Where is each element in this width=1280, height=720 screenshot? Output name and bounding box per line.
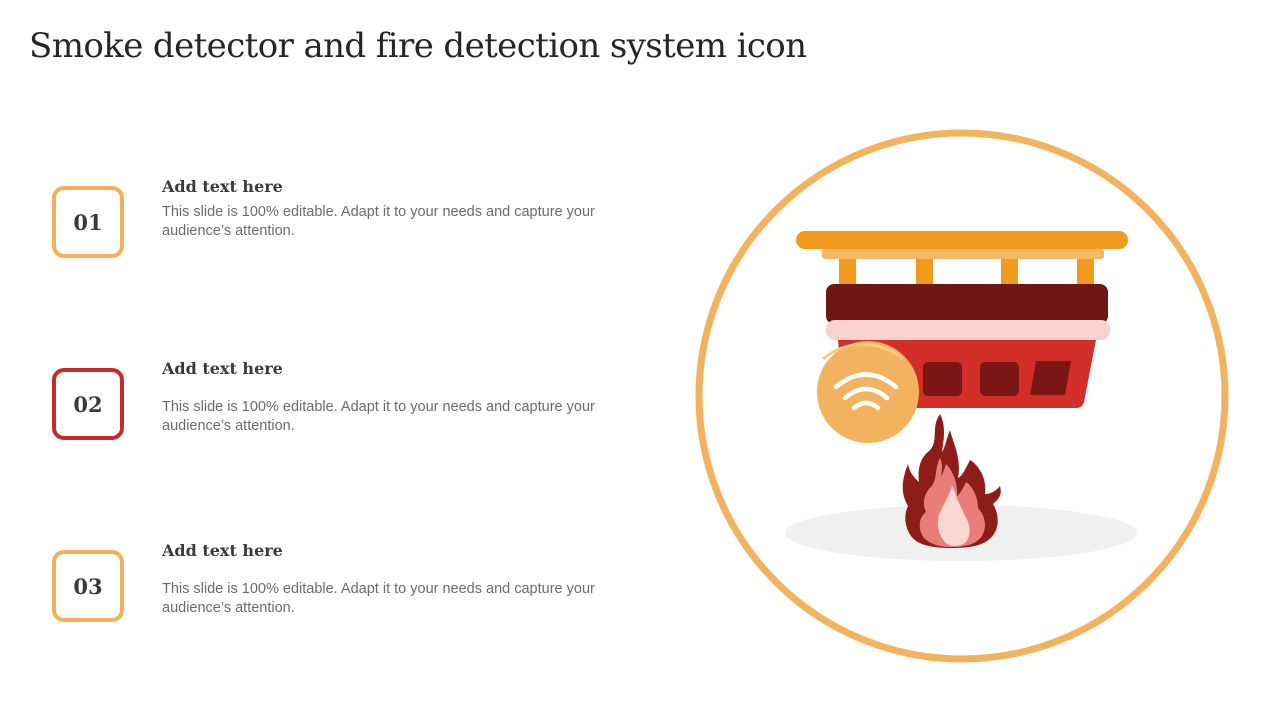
smoke-detector-fire-icon <box>695 129 1229 663</box>
number-badge-02: 02 <box>52 368 124 440</box>
item-body-text: This slide is 100% editable. Adapt it to… <box>162 581 595 616</box>
mount-bar <box>796 231 1128 249</box>
item-body-text: This slide is 100% editable. Adapt it to… <box>162 204 595 239</box>
list-item: 01 Add text here This slide is 100% edit… <box>52 177 652 276</box>
item-heading: Add text here <box>162 177 283 196</box>
item-heading: Add text here <box>162 359 283 378</box>
detector-band <box>826 320 1110 340</box>
mount-leg <box>839 259 856 289</box>
flame-inner <box>937 486 970 546</box>
list-item: 02 Add text here This slide is 100% edit… <box>52 359 652 458</box>
wifi-badge <box>817 341 919 443</box>
wifi-icon <box>833 372 899 411</box>
item-heading: Add text here <box>162 541 283 560</box>
slide-title: Smoke detector and fire detection system… <box>29 26 807 66</box>
list-item: 03 Add text here This slide is 100% edit… <box>52 541 652 640</box>
mount-leg <box>1077 259 1094 289</box>
detector-top <box>826 284 1108 324</box>
mount-leg <box>1001 259 1018 289</box>
item-body-text: This slide is 100% editable. Adapt it to… <box>162 399 595 434</box>
badge-highlight <box>822 342 904 361</box>
detector-vent <box>980 362 1019 396</box>
number-badge-03: 03 <box>52 550 124 622</box>
mount-leg <box>916 259 933 289</box>
number-badge-01: 01 <box>52 186 124 258</box>
detector-vent <box>1030 361 1071 395</box>
detector-vent <box>923 362 962 396</box>
mount-lip <box>822 249 1104 259</box>
